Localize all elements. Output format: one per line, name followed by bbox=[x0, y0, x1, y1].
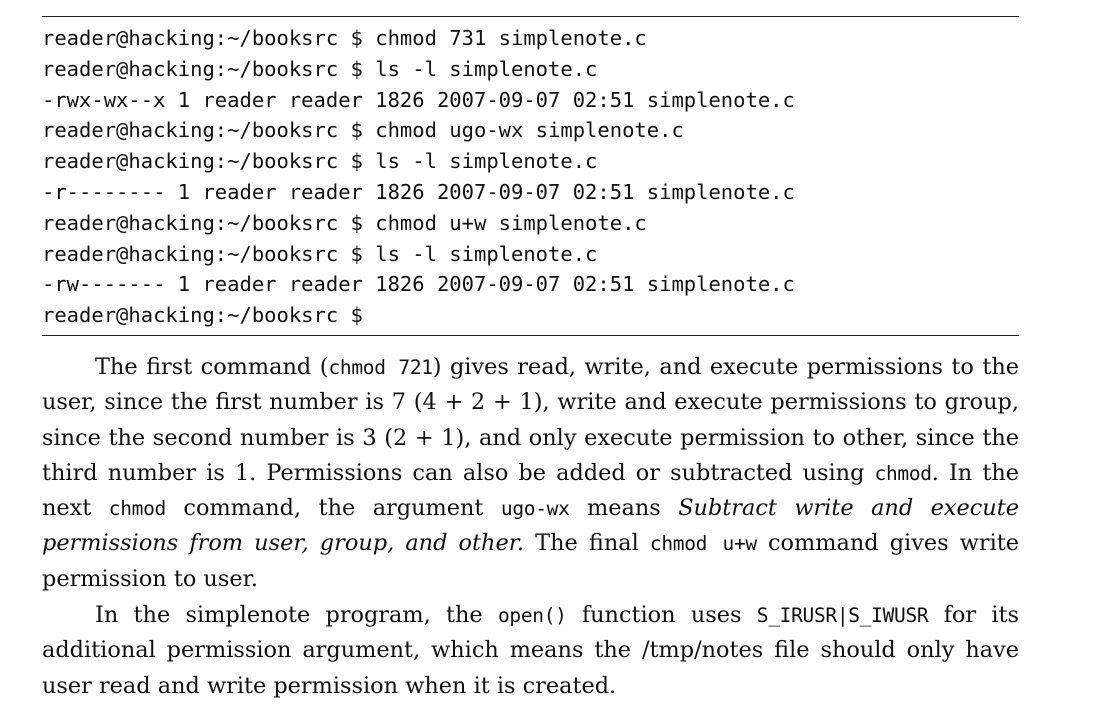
terminal-line: reader@hacking:~/booksrc $ chmod ugo-wx … bbox=[42, 118, 684, 143]
terminal-line: reader@hacking:~/booksrc $ ls -l simplen… bbox=[42, 241, 598, 266]
terminal-line: -rwx-wx--x 1 reader reader 1826 2007-09-… bbox=[42, 87, 795, 112]
inline-code: open() bbox=[497, 604, 567, 628]
inline-code: chmod u+w bbox=[649, 532, 757, 556]
terminal-listing: reader@hacking:~/booksrc $ chmod 731 sim… bbox=[42, 17, 1019, 335]
paragraph-simplenote-permissions: In the simplenote program, the open() fu… bbox=[42, 598, 1019, 704]
inline-code: chmod 721 bbox=[328, 355, 433, 379]
text-run: command, the argument bbox=[165, 495, 501, 522]
text-run: command gives write permission to user. bbox=[42, 530, 1019, 592]
inline-code: S_IRUSR|S_IWUSR bbox=[756, 604, 929, 628]
terminal-line: -rw------- 1 reader reader 1826 2007-09-… bbox=[42, 272, 795, 297]
text-run: function uses bbox=[566, 602, 757, 629]
terminal-line: reader@hacking:~/booksrc $ bbox=[42, 303, 363, 328]
text-run: . In the next bbox=[42, 459, 1019, 522]
text-run: means bbox=[569, 495, 679, 522]
body-text: The first command (chmod 721) gives read… bbox=[42, 350, 1019, 704]
top-rule bbox=[42, 16, 1019, 17]
terminal-line: reader@hacking:~/booksrc $ chmod u+w sim… bbox=[42, 210, 647, 235]
text-run: The first command ( bbox=[95, 353, 329, 380]
text-run: In the simplenote program, the bbox=[95, 602, 498, 629]
text-run: ) gives read, write, and execute permiss… bbox=[42, 353, 1019, 486]
italic-text: Subtract write and execute permissions f… bbox=[42, 495, 1019, 557]
inline-code: chmod bbox=[874, 461, 933, 485]
inline-code: chmod bbox=[108, 497, 167, 521]
terminal-line: -r-------- 1 reader reader 1826 2007-09-… bbox=[42, 179, 795, 204]
bottom-rule bbox=[42, 334, 1019, 336]
terminal-line: reader@hacking:~/booksrc $ chmod 731 sim… bbox=[42, 26, 647, 50]
terminal-line: reader@hacking:~/booksrc $ ls -l simplen… bbox=[42, 56, 598, 81]
terminal-line: reader@hacking:~/booksrc $ ls -l simplen… bbox=[42, 149, 598, 174]
inline-code: ugo-wx bbox=[500, 497, 570, 521]
text-run: for its additional permission argument, … bbox=[42, 602, 1019, 699]
text-run: The final bbox=[524, 530, 650, 557]
document-page: reader@hacking:~/booksrc $ chmod 731 sim… bbox=[42, 16, 1019, 704]
paragraph-chmod-explanation: The first command (chmod 721) gives read… bbox=[42, 350, 1019, 597]
